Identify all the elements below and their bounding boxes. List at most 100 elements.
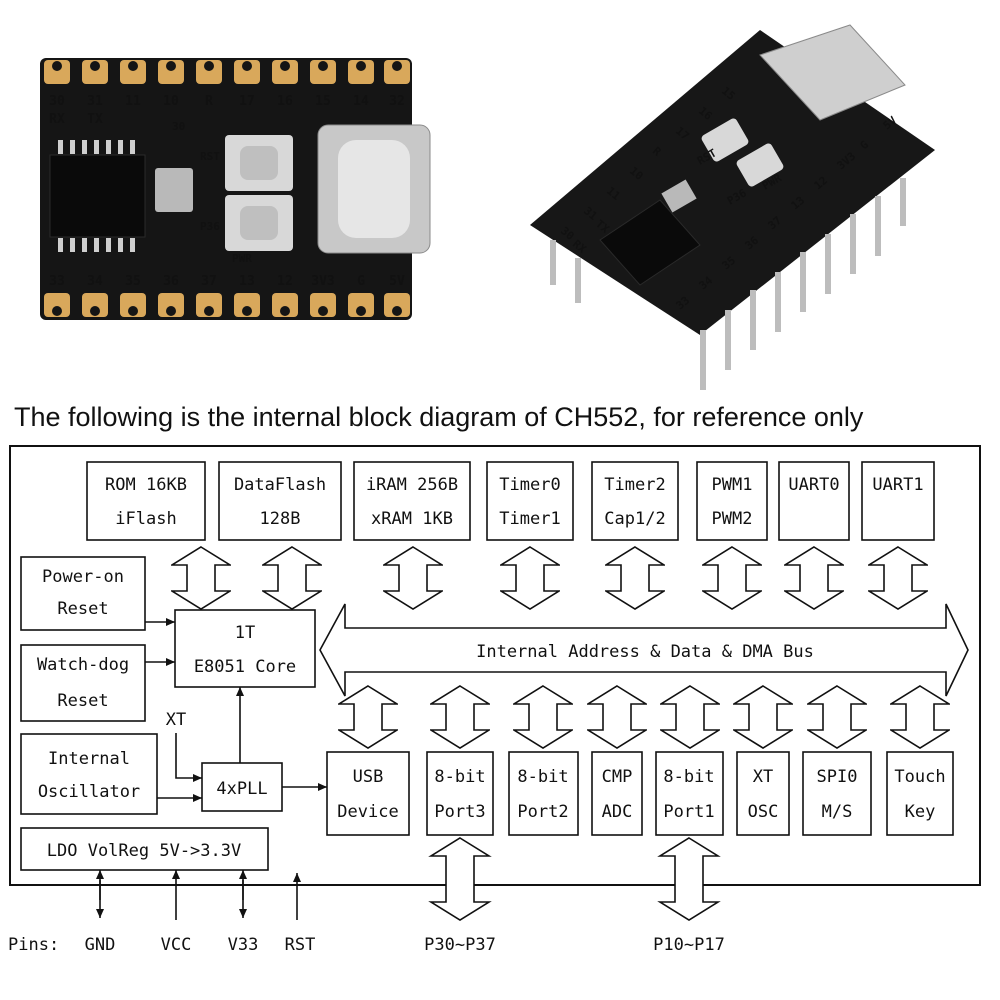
pwr-silk-label: PWR: [232, 252, 252, 265]
uart1-bus-arrow: [868, 546, 928, 610]
crystal-component: [155, 168, 193, 212]
top-pin-label: 31: [87, 94, 103, 109]
port1-line1: 8-bit: [663, 767, 714, 787]
ch552-chip: [49, 154, 146, 238]
timer2-bus-arrow: [605, 546, 665, 610]
oscillator-line2: Oscillator: [38, 782, 140, 802]
bottom-pin-label: G: [357, 274, 365, 289]
dataflash-line1: DataFlash: [234, 475, 326, 495]
uart0-label: UART0: [788, 475, 839, 495]
board-angle-view: 30 31 11 10 R 17 16 15 RX TX 33 34 35 36…: [530, 24, 935, 390]
port3-block: [426, 751, 494, 836]
pin-gnd: GND: [85, 935, 116, 955]
cmp-line1: CMP: [602, 767, 633, 787]
port3-bus-arrow: [430, 685, 490, 749]
diagram-caption: The following is the internal block diag…: [14, 402, 864, 432]
cmp-bus-arrow: [587, 685, 647, 749]
usb-c-connector-angle: [759, 24, 906, 121]
xt-to-pll-arrow: [175, 733, 202, 782]
port1-line2: Port1: [663, 802, 714, 822]
top-pin-label: 16: [277, 94, 293, 109]
top-pin-label: 14: [353, 94, 369, 109]
touch-key-block: [886, 751, 954, 836]
rx-label: RX: [49, 112, 65, 127]
bottom-pin-label: 5V: [389, 274, 405, 289]
ram-block: [353, 461, 471, 541]
poweron-line2: Reset: [57, 599, 108, 619]
p36-button-angle: [736, 143, 784, 187]
port2-bus-arrow: [513, 685, 573, 749]
timer2-block: [591, 461, 679, 541]
board-top-view: 30 31 11 10 R 17 16 15 14 32 RX TX 33 34…: [40, 58, 431, 320]
ram-line1: iRAM 256B: [366, 475, 458, 495]
xtosc-line2: OSC: [748, 802, 779, 822]
port2-line1: 8-bit: [517, 767, 568, 787]
top-pin-label: 30: [49, 94, 65, 109]
rst-button-angle: [701, 118, 749, 162]
top-pin-label: 17: [239, 94, 255, 109]
poweron-reset-block: [20, 556, 146, 631]
bottom-pin-label: 3V3: [311, 274, 334, 289]
rom-block: [86, 461, 206, 541]
port3-line2: Port3: [434, 802, 485, 822]
cmp-adc-block: [591, 751, 643, 836]
board-illustrations: 30 31 11 10 R 17 16 15 14 32 RX TX 33 34…: [40, 24, 935, 390]
pwm-line1: PWM1: [712, 475, 753, 495]
spi-line1: SPI0: [817, 767, 858, 787]
timer01-block: [486, 461, 574, 541]
pwm-line2: PWM2: [712, 509, 753, 529]
dataflash-block: [218, 461, 342, 541]
xtosc-line1: XT: [753, 767, 773, 787]
port3-line1: 8-bit: [434, 767, 485, 787]
port1-bus-arrow: [660, 685, 720, 749]
uart0-bus-arrow: [784, 546, 844, 610]
dataflash-bus-arrow: [262, 546, 322, 610]
rom-line2: iFlash: [115, 509, 176, 529]
timer2-line1: Timer2: [604, 475, 665, 495]
ldo-label: LDO VolReg 5V->3.3V: [47, 841, 241, 861]
pin-rst: RST: [285, 935, 316, 955]
xt-label: XT: [166, 710, 186, 730]
touch-bus-arrow: [890, 685, 950, 749]
p36-silk-label: P36: [200, 220, 220, 233]
pin-vcc: VCC: [161, 935, 192, 955]
port1-pins-arrow: [657, 837, 721, 921]
uart1-label: UART1: [872, 475, 923, 495]
uart0-block: [778, 461, 850, 541]
tx-label: TX: [87, 112, 103, 127]
usb-device-block: [326, 751, 410, 836]
ram-line2: xRAM 1KB: [371, 509, 453, 529]
bottom-pin-label: 35: [125, 274, 141, 289]
oscillator-line1: Internal: [48, 749, 130, 769]
bottom-pin-label: 33: [49, 274, 65, 289]
xt-osc-block: [736, 751, 790, 836]
timer2-line2: Cap1/2: [604, 509, 665, 529]
ch552-chip-angle: [599, 199, 701, 286]
bottom-pin-label: 34: [87, 274, 103, 289]
timer01-line2: Timer1: [499, 509, 560, 529]
spi-block: [802, 751, 872, 836]
rom-line1: ROM 16KB: [105, 475, 187, 495]
port2-block: [508, 751, 579, 836]
usb-line2: Device: [337, 802, 398, 822]
bottom-pin-label: 37: [201, 274, 217, 289]
watchdog-reset-block: [20, 644, 146, 722]
touch-line2: Key: [905, 802, 936, 822]
rom-bus-arrow: [171, 546, 231, 610]
spi-line2: M/S: [822, 802, 853, 822]
port1-block: [655, 751, 724, 836]
usb-bus-arrow: [338, 685, 398, 749]
pin-v33: V33: [228, 935, 259, 955]
xtosc-bus-arrow: [733, 685, 793, 749]
e8051-core-block: [174, 609, 316, 688]
touch-line1: Touch: [894, 767, 945, 787]
port3-pins-arrow: [428, 837, 492, 921]
internal-oscillator-block: [20, 733, 158, 815]
rst-silk-label: RST: [200, 150, 220, 163]
ldo-block: [20, 827, 269, 871]
small-30-label: 30: [172, 120, 185, 133]
port2-line2: Port2: [517, 802, 568, 822]
cmp-line2: ADC: [602, 802, 633, 822]
top-pin-label: 32: [389, 94, 405, 109]
pins-label: Pins:: [8, 935, 59, 955]
